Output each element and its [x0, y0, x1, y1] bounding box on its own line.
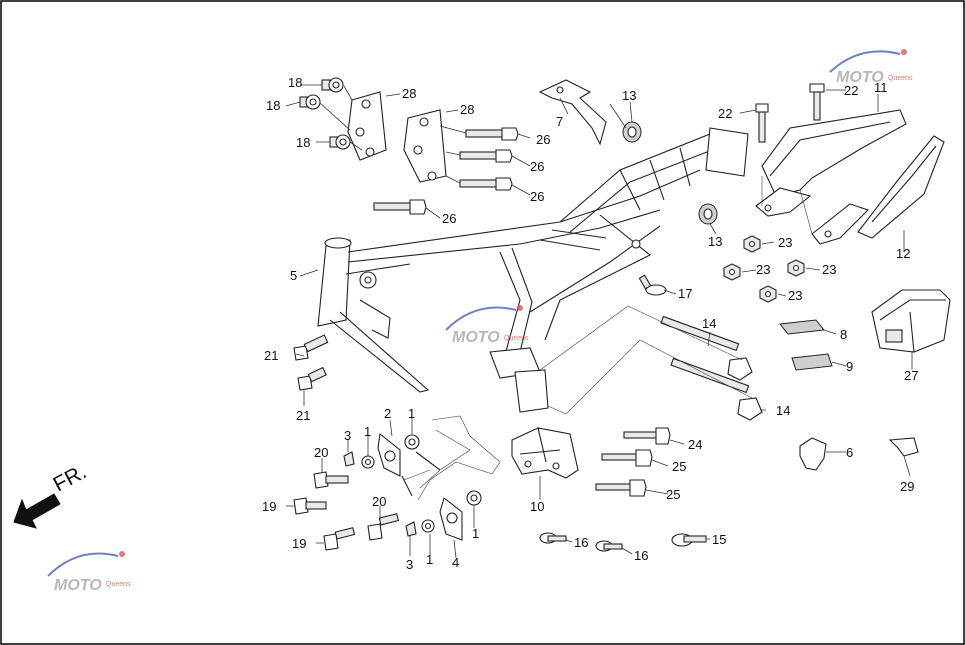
callout-1: 1 [426, 552, 433, 567]
callout-21: 21 [296, 408, 310, 423]
control-unit-27 [871, 289, 951, 353]
bolts-19-20 [293, 471, 400, 551]
callout-14: 14 [702, 316, 716, 331]
bolts-26 [373, 125, 519, 215]
bolts-21 [293, 334, 329, 391]
clip-29 [888, 437, 919, 457]
callout-22: 22 [718, 106, 732, 121]
callout-3: 3 [406, 557, 413, 572]
dampers [361, 432, 482, 541]
watermark-text: MOTO [54, 577, 102, 594]
callout-18: 18 [288, 75, 302, 90]
main-frame [317, 127, 749, 413]
callout-11: 11 [874, 80, 888, 95]
grommets-13 [622, 121, 718, 225]
callout-3: 3 [344, 428, 351, 443]
callout-1: 1 [408, 406, 415, 421]
front-direction-indicator: FR. [13, 460, 91, 529]
callout-28: 28 [402, 86, 416, 101]
callout-28: 28 [460, 102, 474, 117]
watermark-text: MOTO [836, 69, 884, 86]
callout-9: 9 [846, 359, 853, 374]
side-cover-12 [857, 135, 945, 239]
direction-label: FR. [50, 460, 91, 496]
callout-18: 18 [266, 98, 280, 113]
callout-8: 8 [840, 327, 847, 342]
watermark-sub: Queens [888, 75, 913, 82]
callout-21: 21 [264, 348, 278, 363]
screws-15-16 [539, 532, 707, 552]
callout-26: 26 [530, 189, 544, 204]
callout-4: 4 [452, 555, 459, 570]
callout-13: 13 [708, 234, 722, 249]
nuts-23 [723, 235, 805, 303]
callout-16: 16 [574, 535, 588, 550]
callout-19: 19 [292, 536, 306, 551]
callout-26: 26 [442, 211, 456, 226]
callout-10: 10 [530, 499, 544, 514]
callout-27: 27 [904, 368, 918, 383]
callout-22: 22 [844, 83, 858, 98]
callout-16: 16 [634, 548, 648, 563]
callout-1: 1 [472, 526, 479, 541]
washers-18 [299, 77, 363, 151]
callout-18: 18 [296, 135, 310, 150]
callout-14: 14 [776, 403, 790, 418]
callout-29: 29 [900, 479, 914, 494]
grab-rail-11 [755, 109, 907, 245]
callout-23: 23 [778, 235, 792, 250]
bolts-22 [755, 83, 825, 143]
harness-assembly [401, 415, 501, 501]
callout-25: 25 [666, 487, 680, 502]
callout-23: 23 [788, 288, 802, 303]
long-bolts-14 [539, 305, 763, 421]
callouts: 18 18 18 28 28 26 26 26 26 7 13 13 22 22… [262, 75, 918, 572]
watermark-bottom-left: MOTO Queens [47, 551, 131, 594]
bolts-24-25 [595, 427, 671, 497]
watermark-sub: Queens [106, 581, 131, 588]
mounting-plates [347, 91, 447, 183]
callout-26: 26 [536, 132, 550, 147]
callout-7: 7 [556, 114, 563, 129]
clips-3 [343, 451, 417, 537]
callout-19: 19 [262, 499, 276, 514]
callout-20: 20 [372, 494, 386, 509]
callout-24: 24 [688, 437, 702, 452]
callout-20: 20 [314, 445, 328, 460]
callout-2: 2 [384, 406, 391, 421]
bracket-7 [538, 79, 607, 146]
cap-6 [799, 437, 827, 471]
engine-bracket-10 [511, 427, 579, 479]
callout-5: 5 [290, 268, 297, 283]
watermark-center: MOTO Queens [445, 305, 529, 346]
callout-13: 13 [622, 88, 636, 103]
callout-23: 23 [822, 262, 836, 277]
rubber-pads [779, 319, 833, 371]
screw-17 [638, 274, 667, 296]
callout-26: 26 [530, 159, 544, 174]
watermark-top-right: MOTO Queens [829, 49, 913, 86]
callout-23: 23 [756, 262, 770, 277]
callout-12: 12 [896, 246, 910, 261]
callout-1: 1 [364, 424, 371, 439]
front-arrow-icon [13, 493, 61, 529]
callout-6: 6 [846, 445, 853, 460]
callout-15: 15 [712, 532, 726, 547]
watermark-text: MOTO [452, 329, 500, 346]
leader-lines [285, 84, 913, 559]
callout-17: 17 [678, 286, 692, 301]
watermark-sub: Queens [504, 335, 529, 342]
callout-25: 25 [672, 459, 686, 474]
